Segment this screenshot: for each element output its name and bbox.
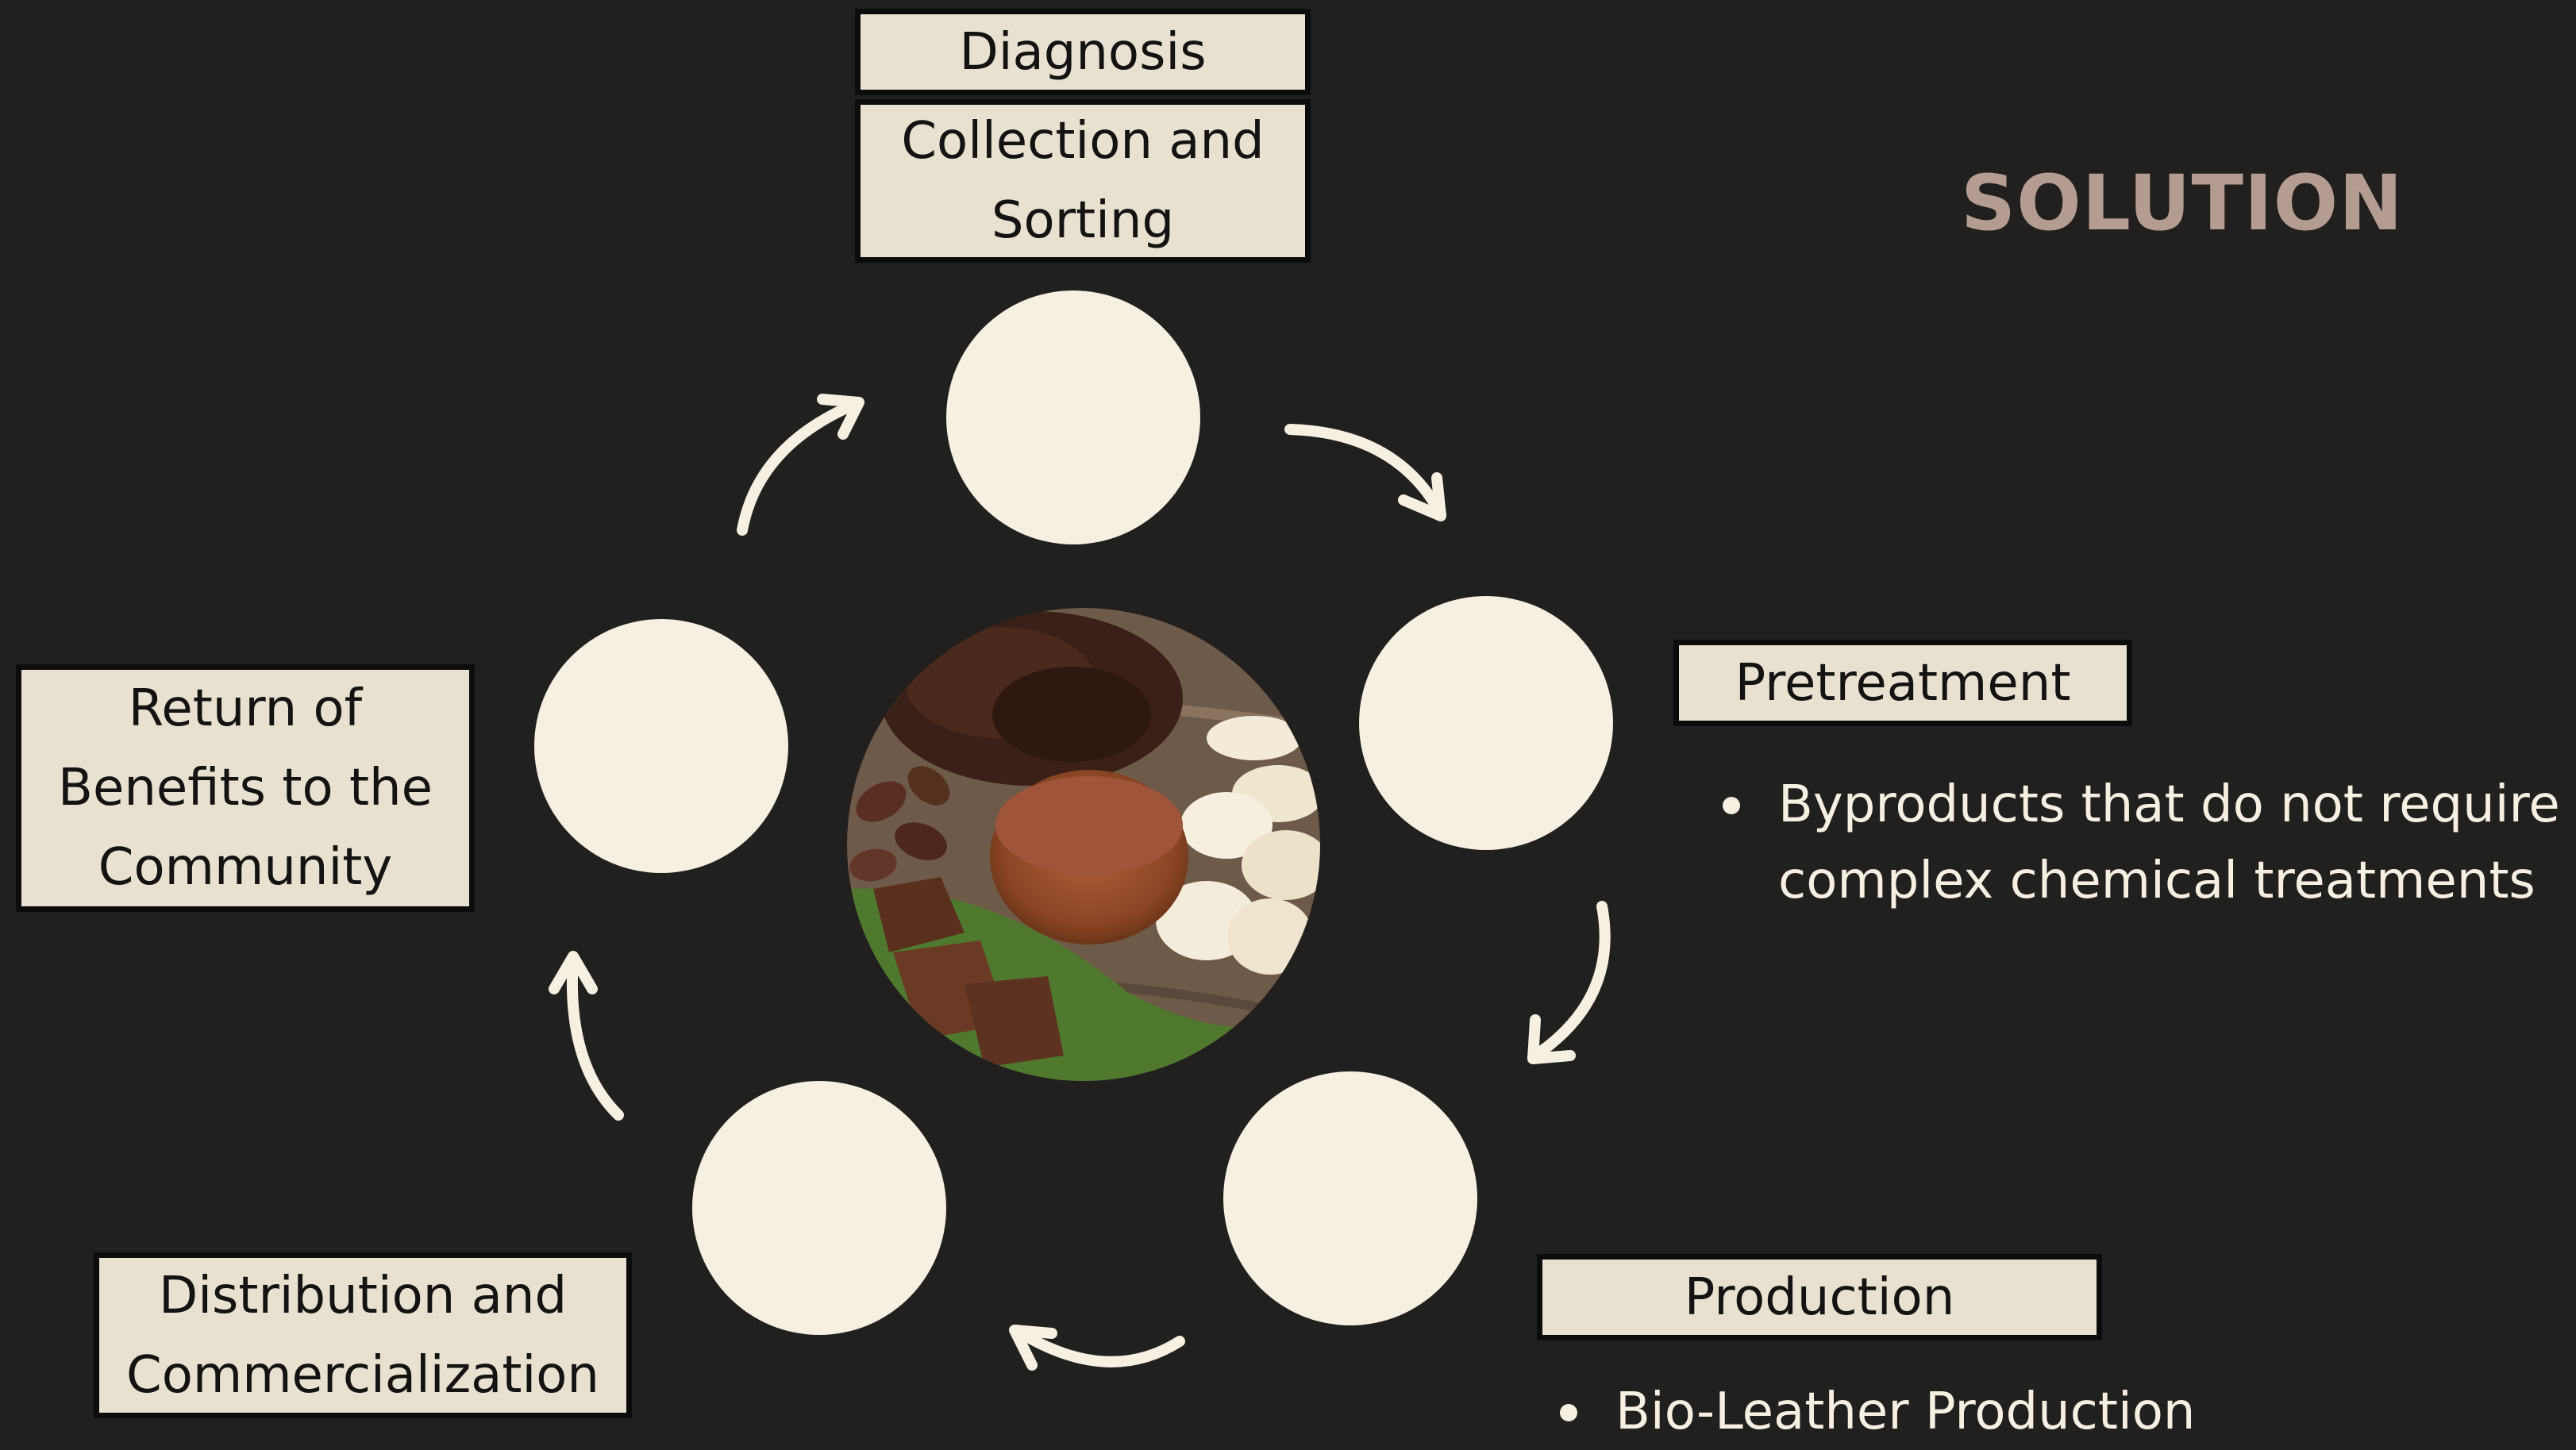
label-production-text: Production [1684,1267,1955,1327]
step-circle-pretreatment [1359,596,1613,850]
label-production: Production [1537,1254,2102,1340]
label-return-benefits-text: Return of Benefits to the Community [58,679,433,897]
step-circle-collection [946,290,1200,544]
pretreatment-notes: Byproducts that do not require complex c… [1715,767,2576,919]
arrow-production-to-distribution-icon [1009,1325,1185,1371]
label-pretreatment: Pretreatment [1673,640,2132,726]
arrow-return-to-collection-icon [737,394,864,536]
label-diagnosis-text: Diagnosis [959,22,1207,82]
arrow-pretreatment-to-production-icon [1527,901,1611,1064]
label-pretreatment-text: Pretreatment [1735,653,2071,713]
label-collection-sorting-text: Collection and Sorting [901,112,1265,250]
pretreatment-bullet: Byproducts that do not require complex c… [1715,767,2576,919]
page-title: SOLUTION [1961,159,2404,248]
production-bullet: Bio-Leather Production [1552,1374,2346,1450]
production-notes: Bio-Leather Production [1552,1374,2346,1450]
label-return-benefits: Return of Benefits to the Community [16,664,475,912]
label-collection-sorting: Collection and Sorting [855,99,1311,263]
label-distribution-commercialization-text: Distribution and Commercialization [126,1266,599,1405]
step-circle-distribution [692,1081,946,1335]
label-distribution-commercialization: Distribution and Commercialization [94,1252,632,1418]
arrow-collection-to-pretreatment-icon [1284,424,1446,521]
label-diagnosis: Diagnosis [855,9,1311,95]
step-circle-production [1223,1071,1477,1325]
step-circle-return [534,619,788,873]
arrow-distribution-to-return-icon [549,951,624,1121]
